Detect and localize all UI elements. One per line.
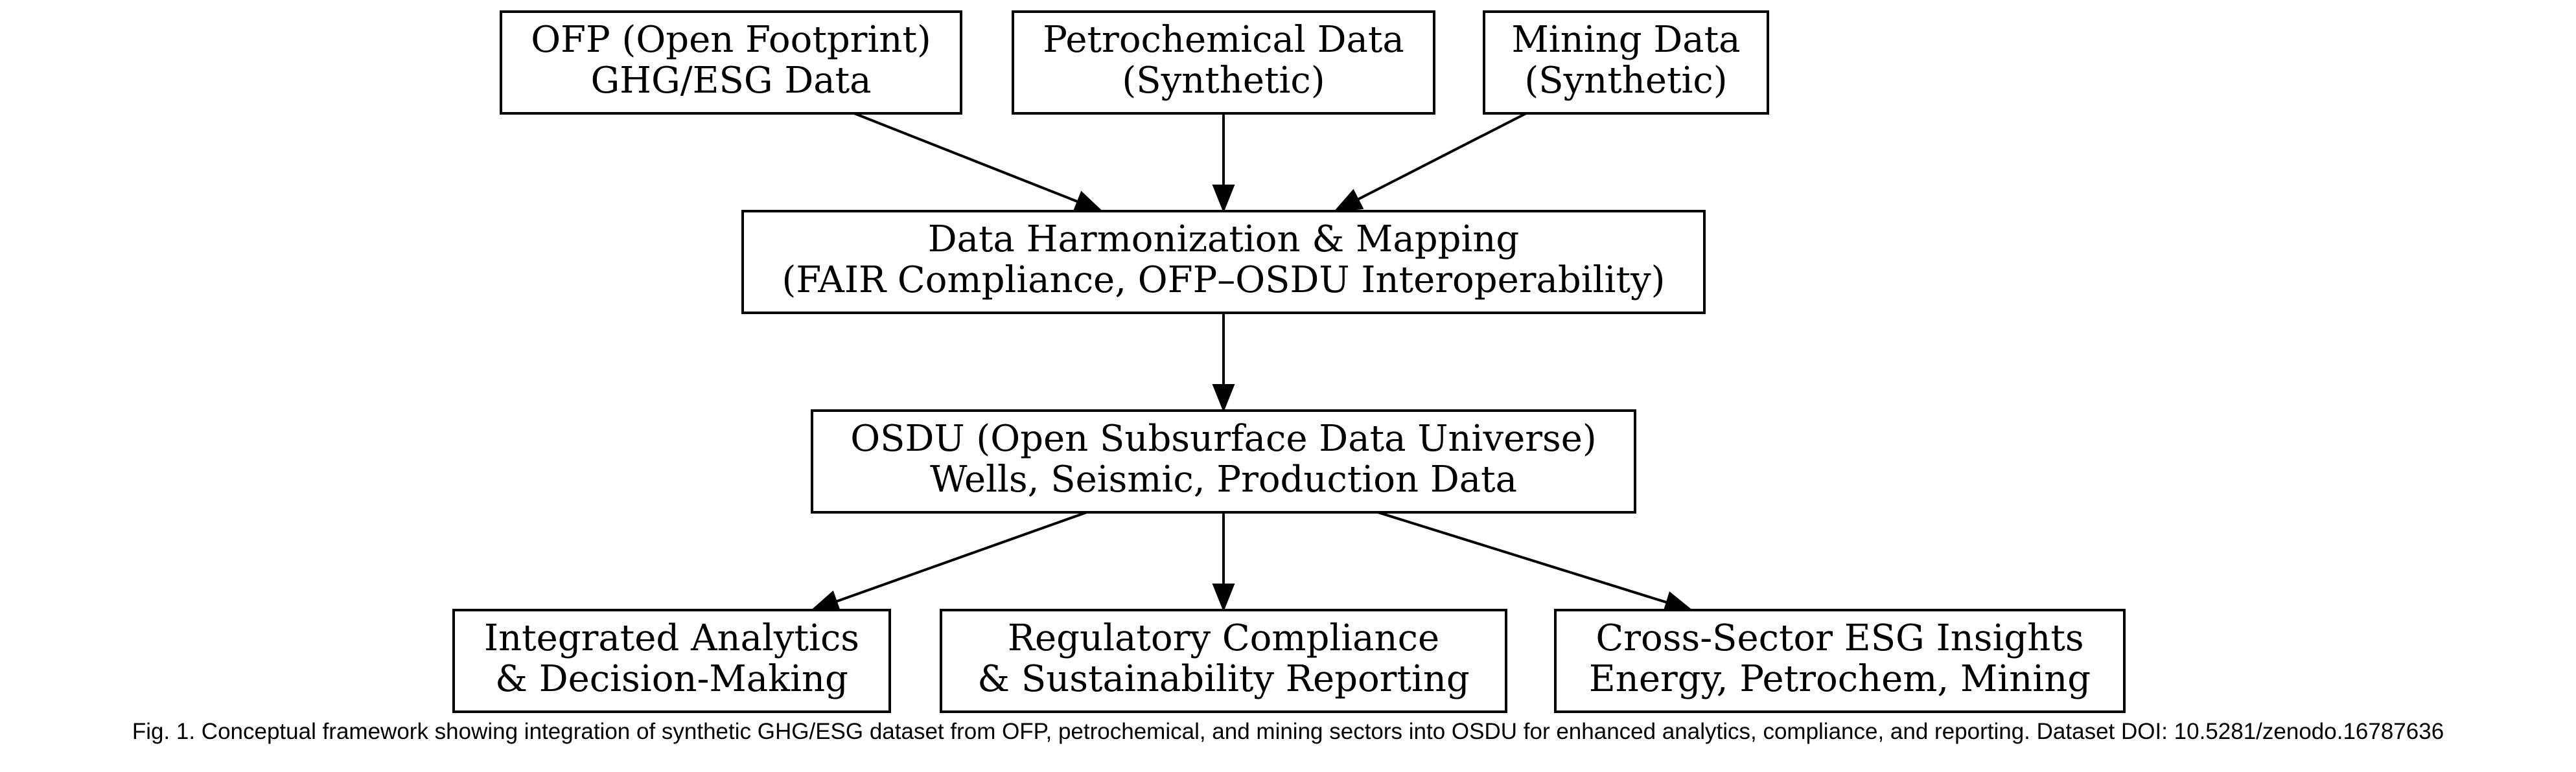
node-harmonization: Data Harmonization & Mapping(FAIR Compli… — [741, 210, 1706, 314]
node-label-line: (FAIR Compliance, OFP–OSDU Interoperabil… — [782, 259, 1665, 301]
node-box — [940, 609, 1507, 713]
node-label-line: Petrochemical Data — [1043, 19, 1404, 61]
node-box — [1483, 10, 1769, 115]
node-label-line: Data Harmonization & Mapping — [928, 218, 1520, 260]
node-box — [500, 10, 962, 115]
nodes-layer: OFP (Open Footprint)GHG/ESG Data Petroche… — [452, 10, 2126, 713]
node-label-line: (Synthetic) — [1524, 60, 1727, 102]
edges-layer — [810, 112, 1693, 613]
node-label-line: OSDU (Open Subsurface Data Universe) — [850, 418, 1596, 460]
edge-petrochem-to-harmonization — [1212, 113, 1235, 213]
figure-caption: Fig. 1. Conceptual framework showing int… — [132, 719, 2444, 744]
node-label-line: Cross-Sector ESG Insights — [1595, 617, 2083, 659]
node-label-line: Energy, Petrochem, Mining — [1589, 658, 2091, 700]
node-osdu: OSDU (Open Subsurface Data Universe)Well… — [811, 409, 1636, 514]
arrowhead-icon — [1073, 190, 1104, 212]
node-compliance: Regulatory Compliance& Sustainability Re… — [940, 609, 1507, 713]
edge-ofp-to-harmonization — [853, 112, 1104, 212]
edge-osdu-to-compliance — [1212, 512, 1235, 612]
node-petrochem: Petrochemical Data(Synthetic) — [1012, 10, 1435, 115]
arrowhead-icon — [1212, 584, 1235, 612]
arrowhead-icon — [810, 590, 841, 612]
node-box — [452, 609, 891, 713]
arrowhead-icon — [1212, 185, 1235, 213]
node-label-line: GHG/ESG Data — [590, 60, 871, 102]
node-label-line: (Synthetic) — [1122, 60, 1325, 102]
node-ofp: OFP (Open Footprint)GHG/ESG Data — [500, 10, 962, 115]
node-label-line: Mining Data — [1511, 19, 1740, 61]
node-label-line: Integrated Analytics — [484, 617, 859, 659]
edge-line — [853, 112, 1078, 203]
edge-harmonization-to-osdu — [1212, 313, 1235, 413]
node-box — [741, 210, 1706, 314]
edge-osdu-to-analytics — [810, 511, 1087, 612]
node-box — [1012, 10, 1435, 115]
edge-line — [836, 511, 1087, 603]
edge-line — [1377, 511, 1667, 604]
node-label-line: & Sustainability Reporting — [977, 658, 1470, 700]
node-box — [811, 409, 1636, 514]
node-label-line: Wells, Seismic, Production Data — [930, 459, 1517, 501]
node-label-line: OFP (Open Footprint) — [531, 19, 931, 61]
arrowhead-icon — [1333, 188, 1364, 212]
edge-osdu-to-insights — [1377, 511, 1693, 613]
node-label-line: Regulatory Compliance — [1008, 617, 1439, 659]
node-mining: Mining Data(Synthetic) — [1483, 10, 1769, 115]
edge-mining-to-harmonization — [1333, 112, 1527, 212]
node-analytics: Integrated Analytics& Decision-Making — [452, 609, 891, 713]
node-label-line: & Decision-Making — [495, 658, 848, 700]
arrowhead-icon — [1212, 384, 1235, 413]
edge-line — [1357, 112, 1527, 201]
node-box — [1554, 609, 2126, 713]
